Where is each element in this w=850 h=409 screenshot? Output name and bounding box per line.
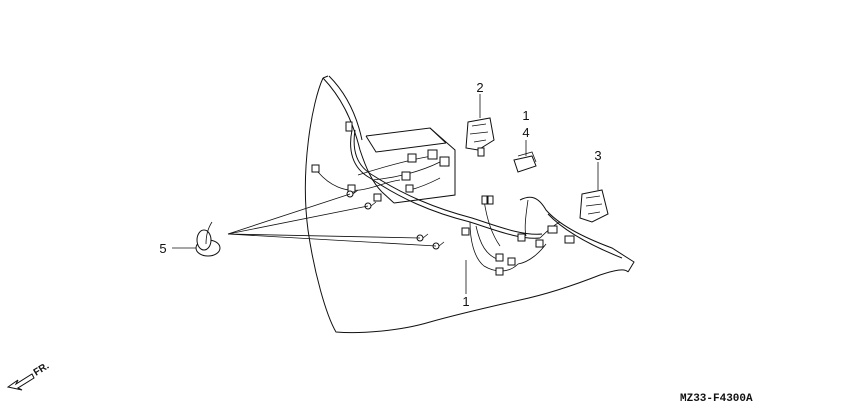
callout-2: 2 — [476, 80, 483, 95]
leader-lines — [172, 94, 599, 294]
direction-label: FR. — [32, 361, 52, 379]
connectors — [311, 121, 575, 276]
wire-harness — [317, 129, 561, 272]
front-direction-arrow: FR. — [6, 361, 52, 391]
callout-1-bottom: 1 — [462, 294, 469, 309]
callout-5: 5 — [159, 241, 166, 256]
battery-box — [365, 127, 456, 204]
grommet-5 — [195, 221, 221, 257]
callout-1-top: 1 — [522, 108, 529, 123]
relay-2 — [465, 117, 495, 157]
diagram-code: MZ33-F4300A — [680, 393, 753, 405]
relay-4 — [513, 151, 537, 173]
callout-3: 3 — [594, 148, 601, 163]
fairing-panel — [304, 75, 635, 334]
callout-4: 4 — [522, 125, 529, 140]
relay-3 — [579, 189, 609, 223]
